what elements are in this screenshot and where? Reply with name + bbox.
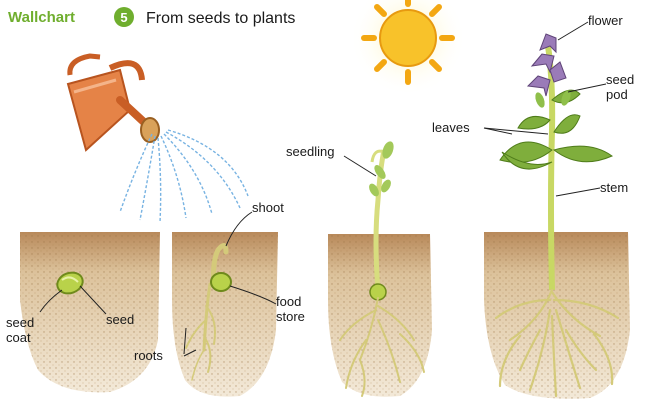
- label-seed-coat-line1: seed: [6, 315, 34, 330]
- header-tag: Wallchart: [8, 9, 75, 26]
- label-seed-coat-line2: coat: [6, 330, 31, 345]
- label-roots: roots: [134, 348, 163, 363]
- label-seed-pod-line2: pod: [606, 87, 628, 102]
- label-food-store-line2: store: [276, 309, 305, 324]
- leaves-icon: [500, 90, 612, 169]
- header: Wallchart 5 From seeds to plants: [8, 7, 295, 27]
- label-leaves: leaves: [432, 120, 470, 135]
- label-seedling: seedling: [286, 144, 334, 159]
- food-store-icon: [211, 273, 231, 291]
- flower-icon: [528, 34, 566, 96]
- label-seed: seed: [106, 312, 134, 327]
- label-shoot: shoot: [252, 200, 284, 215]
- label-seed-pod-line1: seed: [606, 72, 634, 87]
- label-stem: stem: [600, 180, 628, 195]
- sun-icon: [350, 0, 466, 96]
- header-title: From seeds to plants: [146, 10, 295, 27]
- label-flower: flower: [588, 13, 623, 28]
- water-spray: [120, 130, 248, 222]
- header-number: 5: [120, 10, 127, 25]
- watering-can-icon: [68, 56, 159, 150]
- label-food-store-line1: food: [276, 294, 301, 309]
